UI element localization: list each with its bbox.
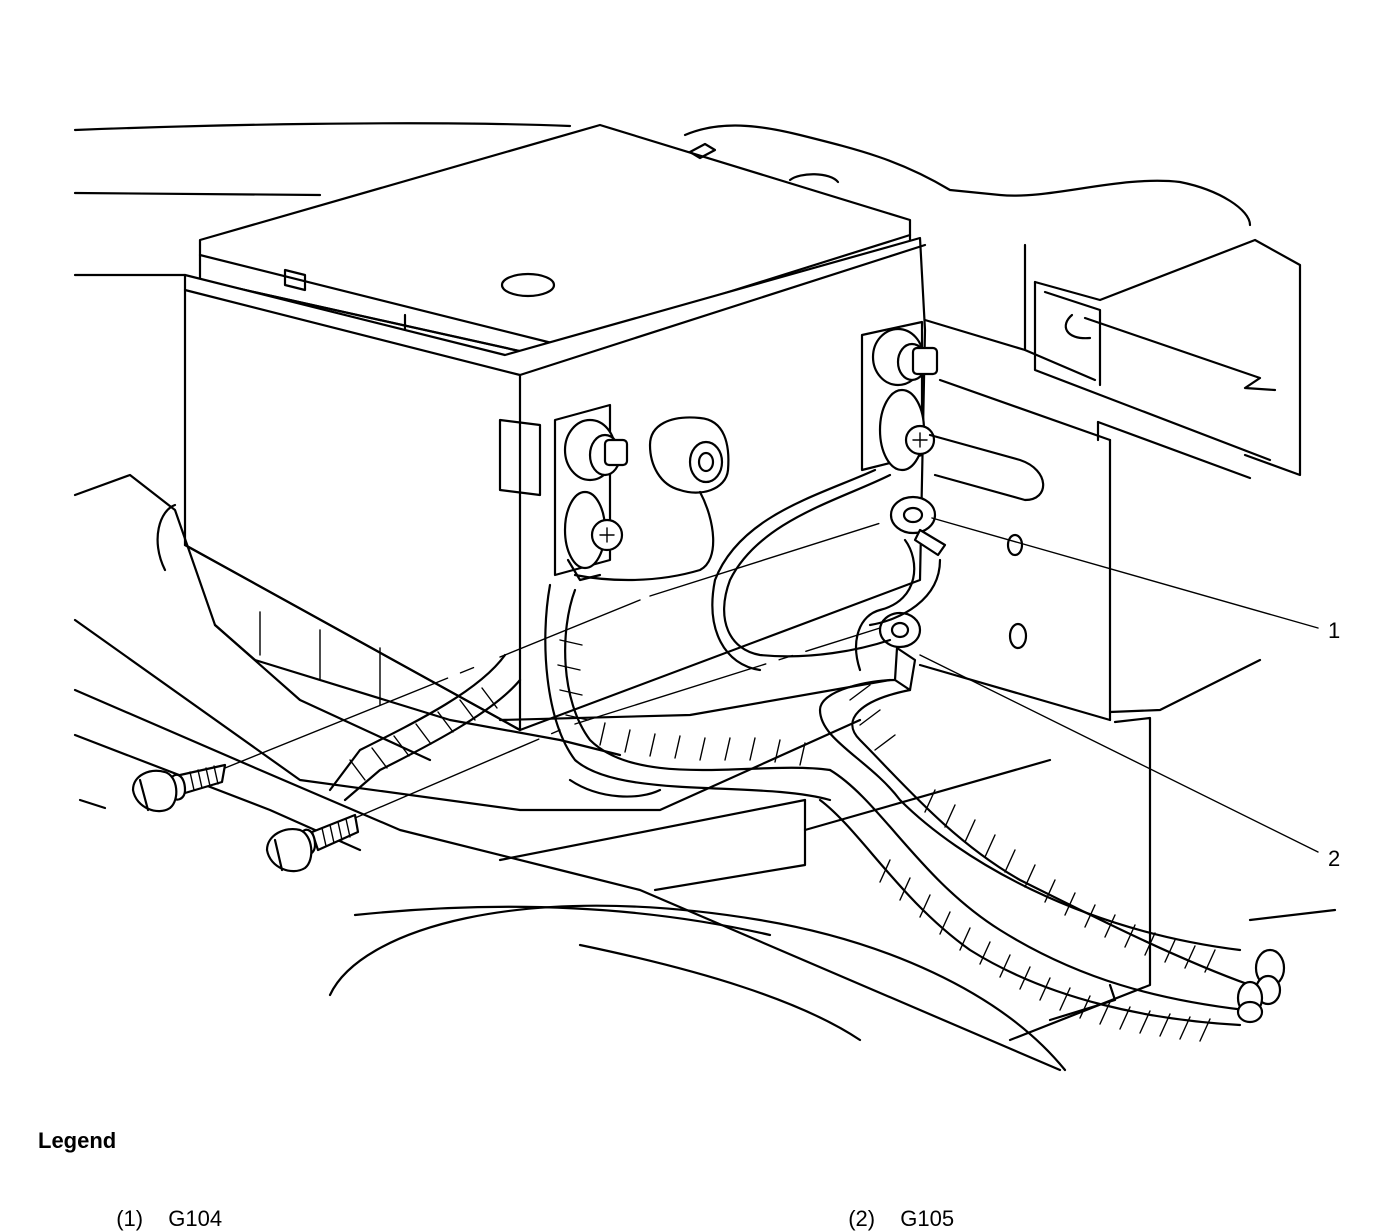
callout-1: 1 (1328, 618, 1340, 643)
leader-lines (919, 517, 1319, 853)
cable-harness (328, 468, 1286, 1042)
legend-item-label: G105 (900, 1206, 955, 1231)
legend-title: Legend (38, 1128, 117, 1153)
bolt-guide-lines (224, 519, 891, 819)
ground-bolt-g105 (265, 813, 360, 873)
battery-ground-diagram: 1 2 (73, 122, 1340, 1072)
legend-item-label: G104 (168, 1206, 223, 1231)
legend-item-g105: (2) G105 (836, 1180, 954, 1232)
ground-eyelet-g104 (889, 495, 947, 557)
fender-contour (328, 904, 1067, 1072)
side-panel (918, 378, 1337, 1042)
callout-2: 2 (1328, 846, 1340, 871)
line-drawing: 1 2 (73, 122, 1340, 1072)
ground-eyelet-g105 (878, 611, 922, 692)
right-terminal (860, 320, 1045, 502)
left-terminal (553, 403, 629, 582)
legend-item-g104: (1) G104 (104, 1180, 222, 1232)
ground-bolt-g104 (131, 763, 227, 813)
mounting-bracket (923, 238, 1302, 480)
terminal-cap (573, 416, 730, 582)
legend-item-number: (1) (116, 1206, 144, 1231)
legend-item-number: (2) (848, 1206, 876, 1231)
loom-rings (349, 639, 1216, 1042)
